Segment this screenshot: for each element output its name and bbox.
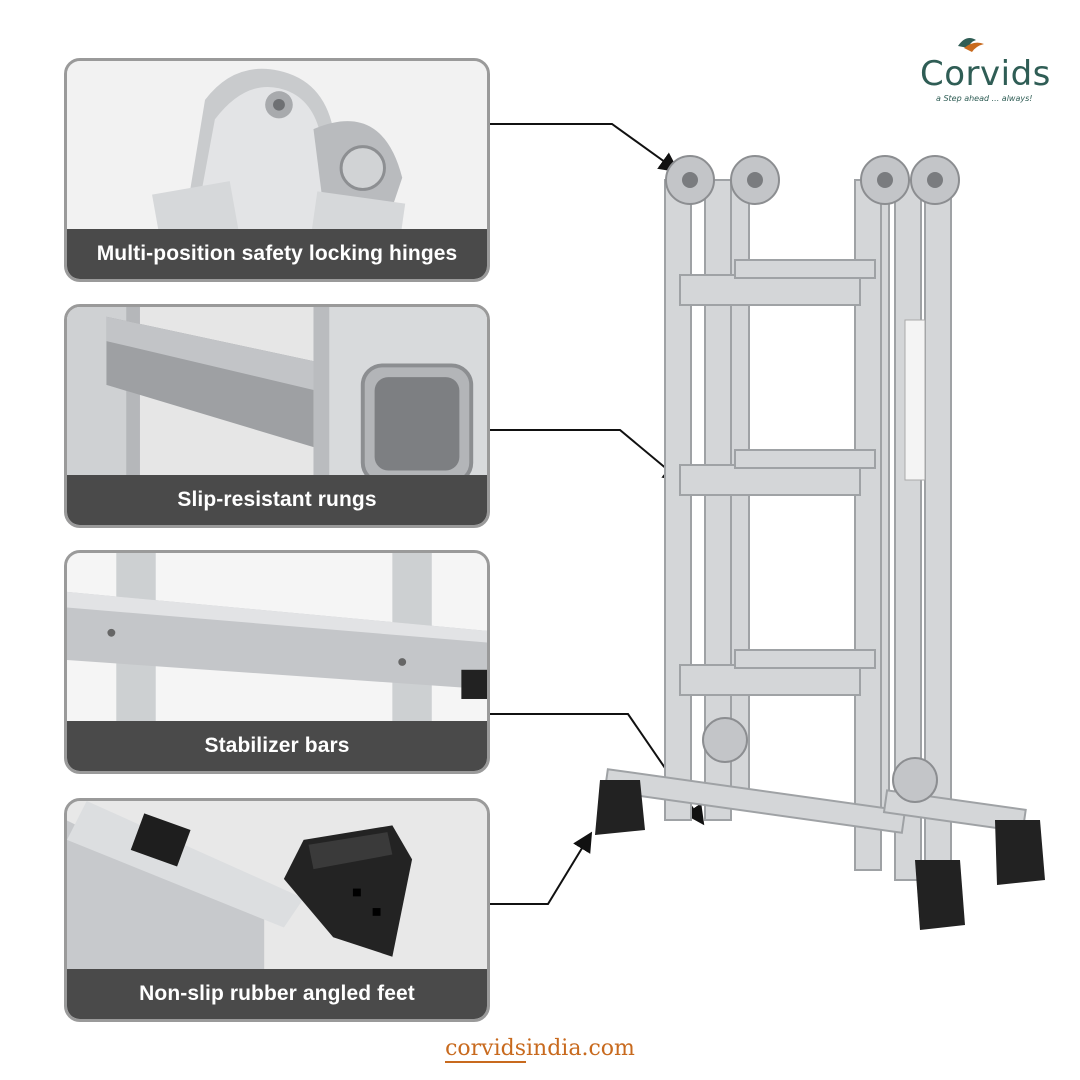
brand-logo: Corvids a Step ahead ... always! [920,32,1060,112]
bird-logo-icon [958,38,984,52]
brand-tagline: a Step ahead ... always! [936,94,1033,103]
feature-caption: Slip-resistant rungs [67,475,487,525]
website-link[interactable]: corvidsindia.com [0,1036,1080,1063]
website-part-domain: india.com [526,1036,635,1061]
brand-name: Corvids [920,54,1051,94]
feature-panel-hinges: Multi-position safety locking hinges [64,58,490,282]
website-part-brand: corvids [445,1036,527,1063]
feature-caption: Multi-position safety locking hinges [67,229,487,279]
feature-caption: Stabilizer bars [67,721,487,771]
feature-panel-stabilizer: Stabilizer bars [64,550,490,774]
feature-panel-feet: Non-slip rubber angled feet [64,798,490,1022]
feature-panel-rungs: Slip-resistant rungs [64,304,490,528]
folding-ladder-image [595,155,1045,930]
feature-caption: Non-slip rubber angled feet [67,969,487,1019]
